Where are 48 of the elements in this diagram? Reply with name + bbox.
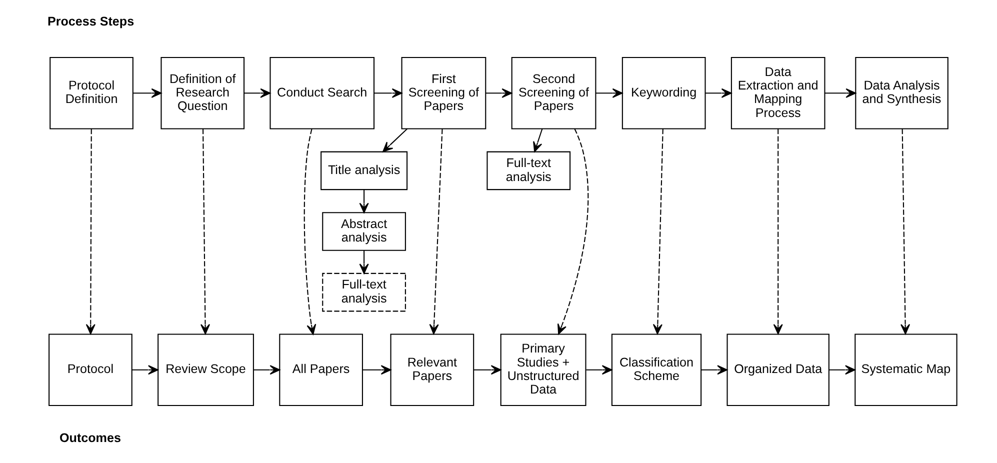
arrow bbox=[473, 365, 501, 375]
arrow bbox=[556, 128, 588, 335]
arrow bbox=[485, 88, 512, 98]
node-box: Data Extraction and Mapping Process bbox=[730, 56, 825, 130]
node-box: Primary Studies + Unstructured Data bbox=[500, 334, 586, 406]
arrow bbox=[428, 128, 442, 334]
arrow bbox=[362, 365, 391, 375]
node-box: Full-text analysis bbox=[322, 272, 406, 312]
arrow bbox=[900, 128, 910, 334]
node-box: Systematic Map bbox=[854, 334, 957, 406]
node-box: Classification Scheme bbox=[610, 334, 702, 406]
node-box: Abstract analysis bbox=[322, 212, 406, 251]
arrow bbox=[595, 88, 622, 98]
node-box: Definition of Research Question bbox=[160, 56, 244, 130]
node-box: Second Screening of Papers bbox=[510, 56, 596, 130]
node-box: Full-text analysis bbox=[486, 151, 570, 190]
node-box: Protocol bbox=[48, 334, 132, 406]
arrow bbox=[132, 88, 162, 98]
node-box: First Screening of Papers bbox=[400, 56, 486, 130]
arrow bbox=[700, 365, 727, 375]
label: Outcomes bbox=[59, 430, 120, 445]
node-box: Organized Data bbox=[726, 334, 829, 406]
arrow bbox=[704, 88, 732, 98]
arrow bbox=[244, 88, 270, 98]
arrow bbox=[382, 128, 407, 152]
label: Process Steps bbox=[46, 14, 134, 29]
arrow bbox=[358, 190, 368, 214]
arrow bbox=[303, 128, 316, 335]
node-box: Review Scope bbox=[157, 334, 254, 406]
node-box: All Papers bbox=[278, 334, 362, 406]
arrow bbox=[586, 365, 612, 375]
node-box: Conduct Search bbox=[269, 56, 374, 130]
arrow bbox=[824, 88, 856, 98]
node-box: Keywording bbox=[621, 56, 706, 130]
arrow bbox=[652, 128, 663, 334]
arrow bbox=[200, 128, 210, 334]
arrow bbox=[358, 250, 368, 274]
node-box: Title analysis bbox=[320, 151, 408, 190]
arrow bbox=[828, 365, 855, 375]
node-box: Data Analysis and Synthesis bbox=[854, 56, 948, 130]
arrow bbox=[85, 128, 95, 334]
node-box: Protocol Definition bbox=[49, 56, 133, 130]
arrow bbox=[532, 128, 542, 152]
arrow bbox=[131, 365, 158, 375]
node-box: Relevant Papers bbox=[390, 334, 474, 406]
arrow bbox=[253, 365, 280, 375]
arrow bbox=[374, 88, 402, 98]
arrow bbox=[772, 128, 782, 334]
